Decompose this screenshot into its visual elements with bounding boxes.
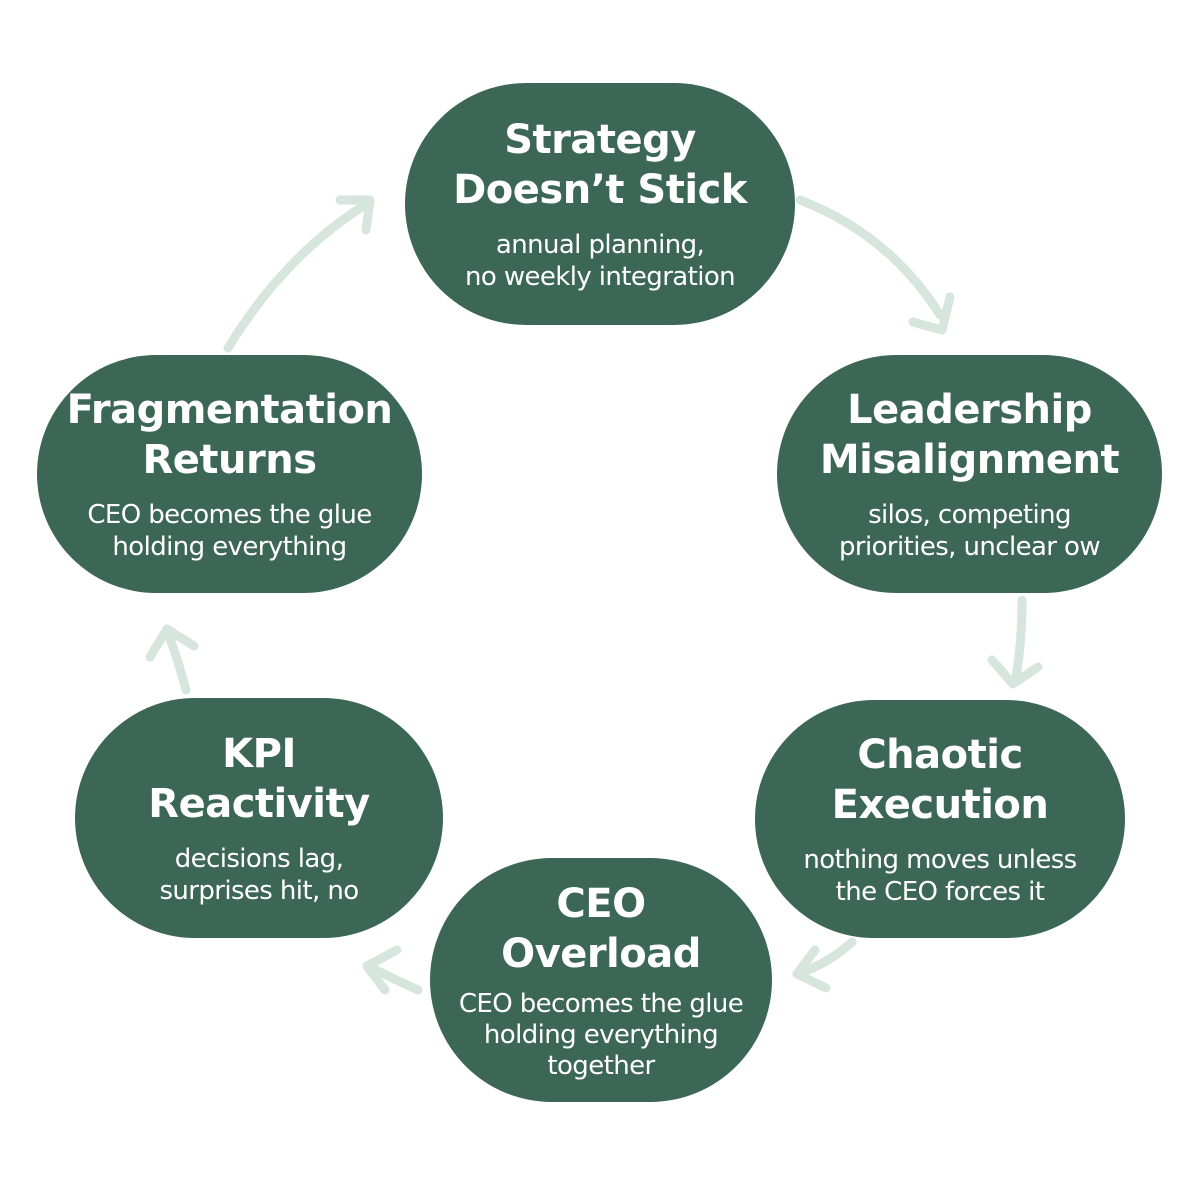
node-description: silos, competing priorities, unclear ow bbox=[838, 500, 1101, 562]
node-description: CEO becomes the glue holding everything bbox=[87, 500, 372, 562]
arrow-fragmentation-to-strategy bbox=[223, 200, 370, 353]
node-title: Chaotic Execution bbox=[831, 732, 1049, 828]
arrow-strategy-to-leadership bbox=[795, 195, 945, 320]
arrow-kpi-to-fragmentation-head bbox=[145, 624, 199, 662]
node-title: Fragmentation Returns bbox=[66, 387, 393, 483]
node-title: KPI Reactivity bbox=[148, 731, 370, 827]
node-title: Strategy Doesn’t Stick bbox=[453, 117, 747, 213]
node-fragmentation-returns: Fragmentation Returns CEO becomes the gl… bbox=[37, 355, 422, 593]
arrow-ceo-to-kpi bbox=[367, 963, 423, 995]
arrow-fragmentation-to-strategy-head bbox=[335, 195, 375, 235]
node-kpi-reactivity: KPI Reactivity decisions lag, surprises … bbox=[75, 698, 443, 938]
arrow-chaotic-to-ceo bbox=[798, 937, 857, 977]
arrow-kpi-to-fragmentation bbox=[163, 628, 191, 695]
arrow-leadership-to-chaotic-head bbox=[987, 655, 1043, 689]
arrow-leadership-to-chaotic bbox=[1010, 595, 1027, 687]
node-description: annual planning, no weekly integration bbox=[464, 230, 736, 292]
node-strategy-doesnt-stick: Strategy Doesn’t Stick annual planning, … bbox=[405, 83, 795, 325]
arrow-ceo-to-kpi-head bbox=[362, 945, 402, 995]
node-title: Leadership Misalignment bbox=[819, 387, 1120, 483]
arrow-chaotic-to-ceo-head bbox=[792, 945, 831, 993]
node-chaotic-execution: Chaotic Execution nothing moves unless t… bbox=[755, 700, 1125, 938]
node-title: CEO Overload bbox=[501, 880, 701, 977]
node-description: decisions lag, surprises hit, no bbox=[159, 844, 359, 906]
node-leadership-misalignment: Leadership Misalignment silos, competing… bbox=[777, 355, 1162, 593]
node-description: CEO becomes the glue holding everything … bbox=[458, 988, 744, 1081]
node-ceo-overload: CEO Overload CEO becomes the glue holdin… bbox=[430, 858, 772, 1102]
arrow-strategy-to-leadership-head bbox=[908, 292, 955, 335]
node-description: nothing moves unless the CEO forces it bbox=[803, 845, 1077, 907]
